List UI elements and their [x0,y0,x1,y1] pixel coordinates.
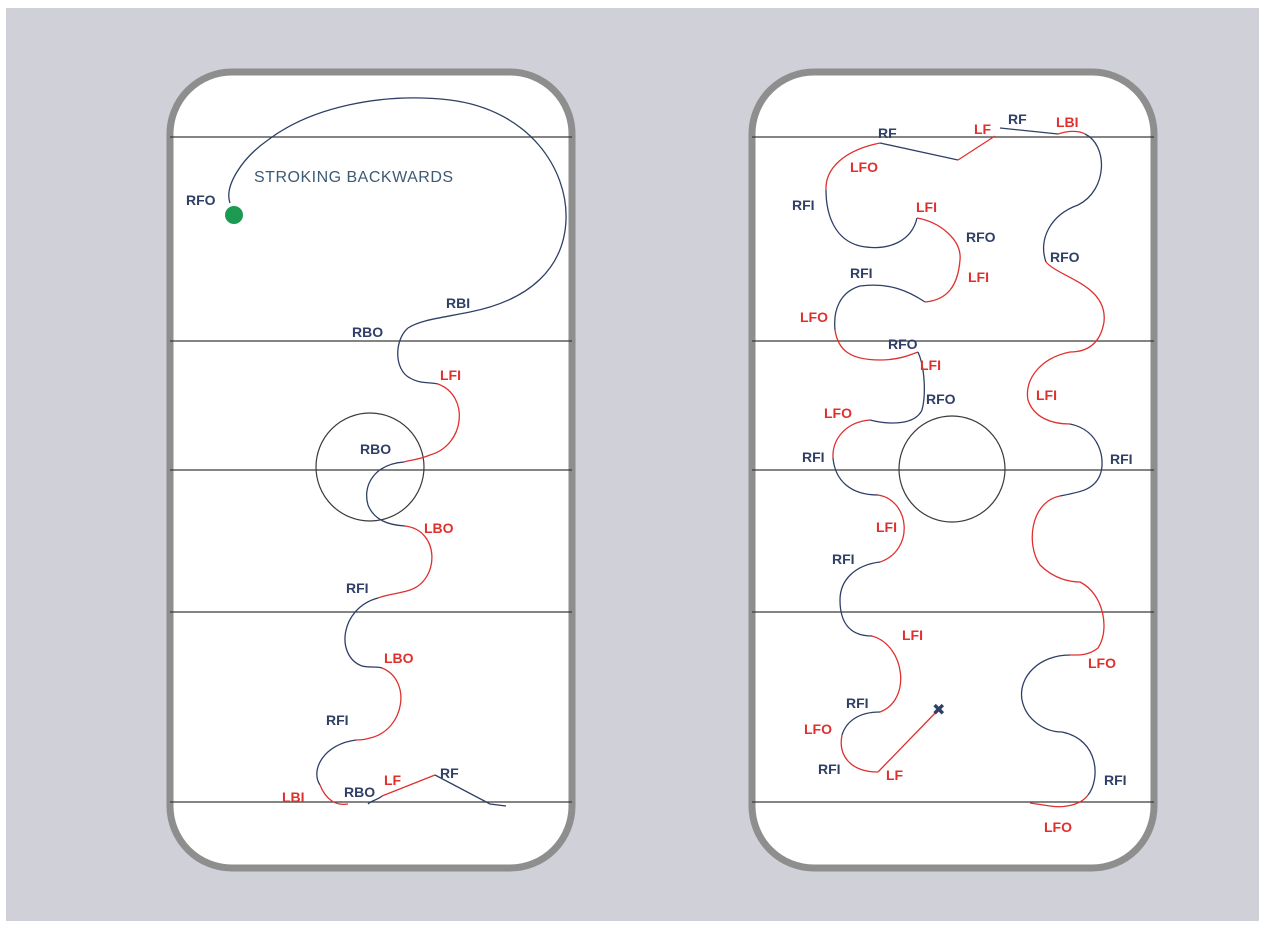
label-rf-1: RF [878,125,897,141]
right-lbi-trace [1057,130,1086,135]
label-rbo-2: RBO [360,441,391,457]
right-lf-trace-2 [877,707,941,773]
left-lbi-trace [319,784,349,806]
label-lfi-6: LFI [902,627,923,643]
label-lfo-2: LFO [800,309,828,325]
left-rf-trace [434,774,507,807]
right-rfi-trace-7 [1020,654,1096,796]
right-lfo-trace-2 [834,329,919,361]
label-rfi-7: RFI [818,761,841,777]
label-lfo-5: LFO [804,721,832,737]
right-rfi-trace-4 [839,561,881,637]
right-rink: ✖ RF LF RF LBI LFO RFI LFI RFO RFO RFI L… [748,68,1158,872]
right-lfi-trace-6 [1026,351,1071,425]
label-lfi-2: LFI [968,269,989,285]
label-lfi-1: LFI [916,199,937,215]
label-lfi-3: LFI [920,357,941,373]
right-rf-trace-1 [879,142,959,161]
label-rf: RF [440,765,459,781]
right-rfi-trace-3 [832,457,879,496]
label-rbo-3: RBO [344,784,375,800]
label-rfo: RFO [186,192,216,208]
right-lfo-trace-6 [1029,794,1089,808]
right-lfi-trace-5 [1045,261,1105,353]
left-big-loop-trace [228,97,567,329]
label-rfi-1: RFI [346,580,369,596]
label-rfo-1: RFO [966,229,996,245]
label-lfi-5: LFI [876,519,897,535]
label-rfo-3: RFO [888,336,918,352]
label-lf: LF [384,772,402,788]
label-rfo-4: RFO [926,391,956,407]
label-lfo-1: LFO [850,159,878,175]
start-dot [225,206,243,224]
right-lfo-trace-4 [840,734,879,773]
label-rf-2: RF [1008,111,1027,127]
label-rfi-4: RFI [1110,451,1133,467]
label-lbi: LBI [1056,114,1079,130]
label-rfi-5: RFI [832,551,855,567]
label-lfo-4: LFO [1088,655,1116,671]
right-rfo-trace-2 [1042,133,1103,263]
right-rf-trace-2 [999,127,1059,135]
label-rfi-8: RFI [1104,772,1127,788]
left-rfi-trace-1 [344,597,383,669]
label-rfi-1: RFI [792,197,815,213]
left-lf-trace [381,774,436,797]
right-rfi-trace-2 [834,284,926,331]
label-lfi-4: LFI [1036,387,1057,403]
right-lfo-trace-1 [825,142,881,191]
label-rbi: RBI [446,295,470,311]
left-rink-centre-circle [315,412,425,522]
label-rfi-6: RFI [846,695,869,711]
label-rfi-2: RFI [850,265,873,281]
right-lf-trace-1 [957,135,996,161]
label-rfo-2: RFO [1050,249,1080,265]
left-lbo-trace-2 [355,667,402,741]
label-rbo-1: RBO [352,324,383,340]
right-rfi-trace-6 [1059,423,1103,497]
label-lf-2: LF [886,767,904,783]
left-rbo-trace-2 [366,461,406,527]
label-lbi: LBI [282,789,305,805]
left-rbo-trace-1 [397,327,439,385]
left-rbo-trace-3 [367,795,383,805]
label-rfi-2: RFI [326,712,349,728]
label-lfo-6: LFO [1044,819,1072,835]
label-lfi: LFI [440,367,461,383]
right-lfi-trace-3 [877,494,905,563]
right-rfi-trace-5 [841,711,881,736]
left-lbo-trace-1 [377,525,433,599]
label-lf-1: LF [974,121,992,137]
right-lfo-trace-3 [832,419,871,459]
right-lfi-trace-1 [916,217,961,303]
left-rink-title: STROKING BACKWARDS [254,169,454,186]
right-rfo-trace-1 [869,351,925,424]
left-rfi-trace-2 [316,739,357,786]
right-rfi-trace-1 [825,189,918,249]
right-lfi-trace-4 [871,635,902,713]
finish-marker-icon: ✖ [932,700,945,719]
right-lfo-trace-5 [1031,495,1105,656]
label-lbo-2: LBO [384,650,414,666]
right-rink-centre-circle [898,415,1006,523]
label-lfo-3: LFO [824,405,852,421]
label-rfi-3: RFI [802,449,825,465]
left-rink: STROKING BACKWARDS RFO RBI RBO LFI RBO L… [166,68,576,872]
left-lfi-trace [403,383,461,463]
label-lbo-1: LBO [424,520,454,536]
